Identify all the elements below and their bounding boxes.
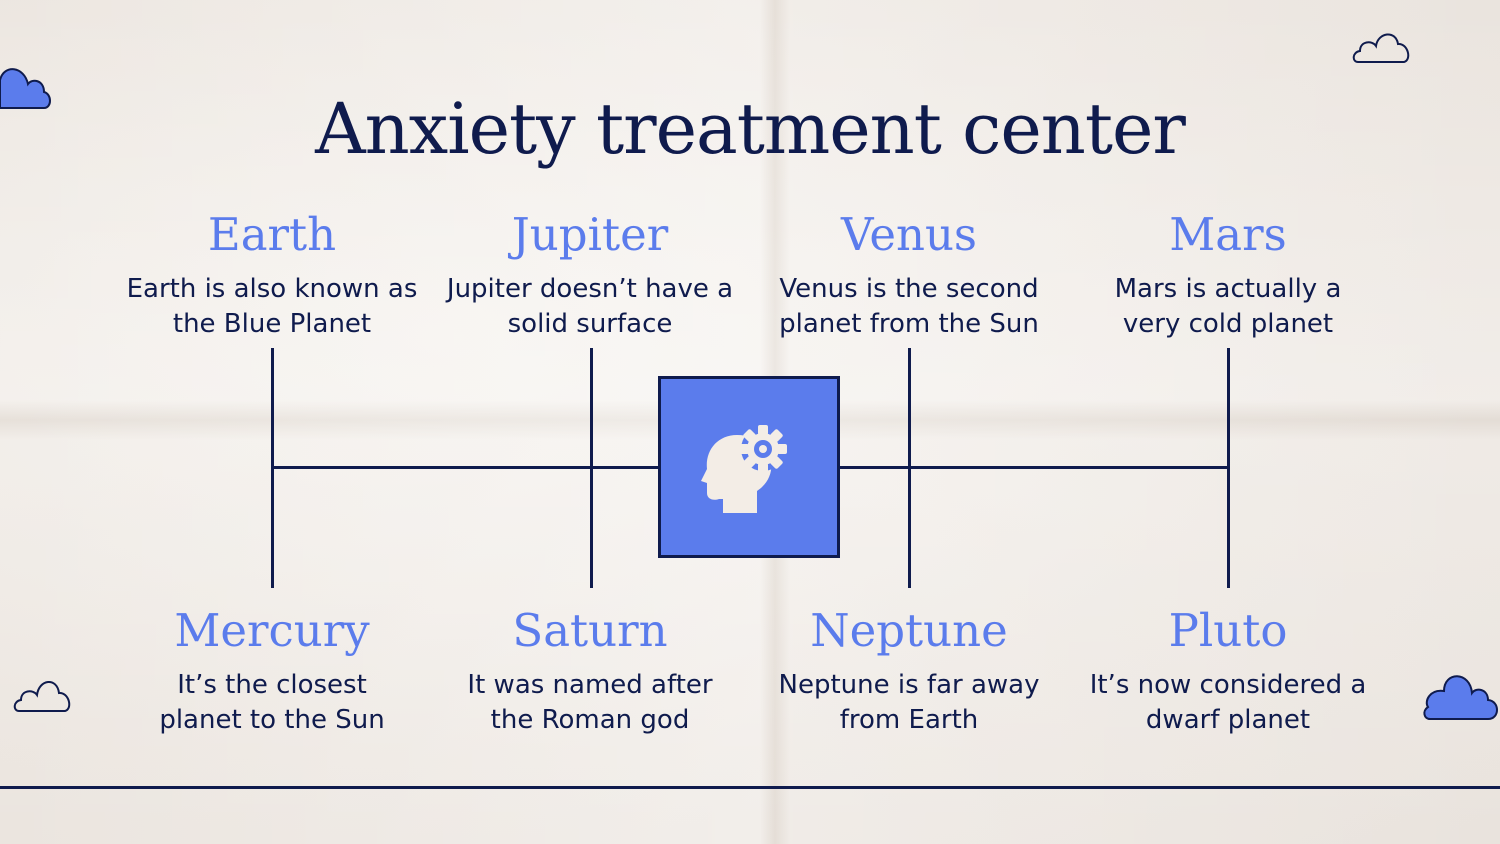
item-title: Earth: [207, 208, 337, 261]
cloud-outline-icon: [13, 681, 71, 712]
item-venus: Venus Venus is the second planet from th…: [759, 210, 1059, 342]
item-description: It was named after the Roman god: [467, 669, 713, 735]
cloud-filled-icon: [0, 68, 51, 109]
page-title: Anxiety treatment center: [315, 88, 1186, 170]
cloud-outline-icon: [1352, 33, 1410, 63]
item-title: Pluto: [1168, 604, 1288, 657]
cloud-filled-icon: [1423, 675, 1498, 720]
item-title: Jupiter: [511, 208, 669, 261]
item-title: Saturn: [512, 604, 668, 657]
item-description: It’s now considered a dwarf planet: [1089, 669, 1367, 735]
item-title: Venus: [840, 208, 978, 261]
item-saturn: Saturn It was named after the Roman god: [440, 606, 740, 738]
item-pluto: Pluto It’s now considered a dwarf planet: [1078, 606, 1378, 738]
item-title: Mars: [1169, 208, 1287, 261]
head-with-gear-icon: [701, 425, 787, 513]
item-description: Jupiter doesn’t have a solid surface: [446, 273, 734, 339]
item-description: Venus is the second planet from the Sun: [779, 273, 1039, 339]
item-title: Mercury: [174, 604, 370, 657]
item-description: It’s the closest planet to the Sun: [159, 669, 385, 735]
item-description: Mars is actually a very cold planet: [1114, 273, 1342, 339]
item-description: Neptune is far away from Earth: [778, 669, 1040, 735]
item-mercury: Mercury It’s the closest planet to the S…: [122, 606, 422, 738]
item-mars: Mars Mars is actually a very cold planet: [1078, 210, 1378, 342]
item-neptune: Neptune Neptune is far away from Earth: [759, 606, 1059, 738]
item-jupiter: Jupiter Jupiter doesn’t have a solid sur…: [440, 210, 740, 342]
item-description: Earth is also known as the Blue Planet: [126, 273, 418, 339]
item-earth: Earth Earth is also known as the Blue Pl…: [122, 210, 422, 342]
center-icon-box: [658, 376, 840, 558]
bottom-divider: [0, 786, 1500, 789]
item-title: Neptune: [810, 604, 1008, 657]
